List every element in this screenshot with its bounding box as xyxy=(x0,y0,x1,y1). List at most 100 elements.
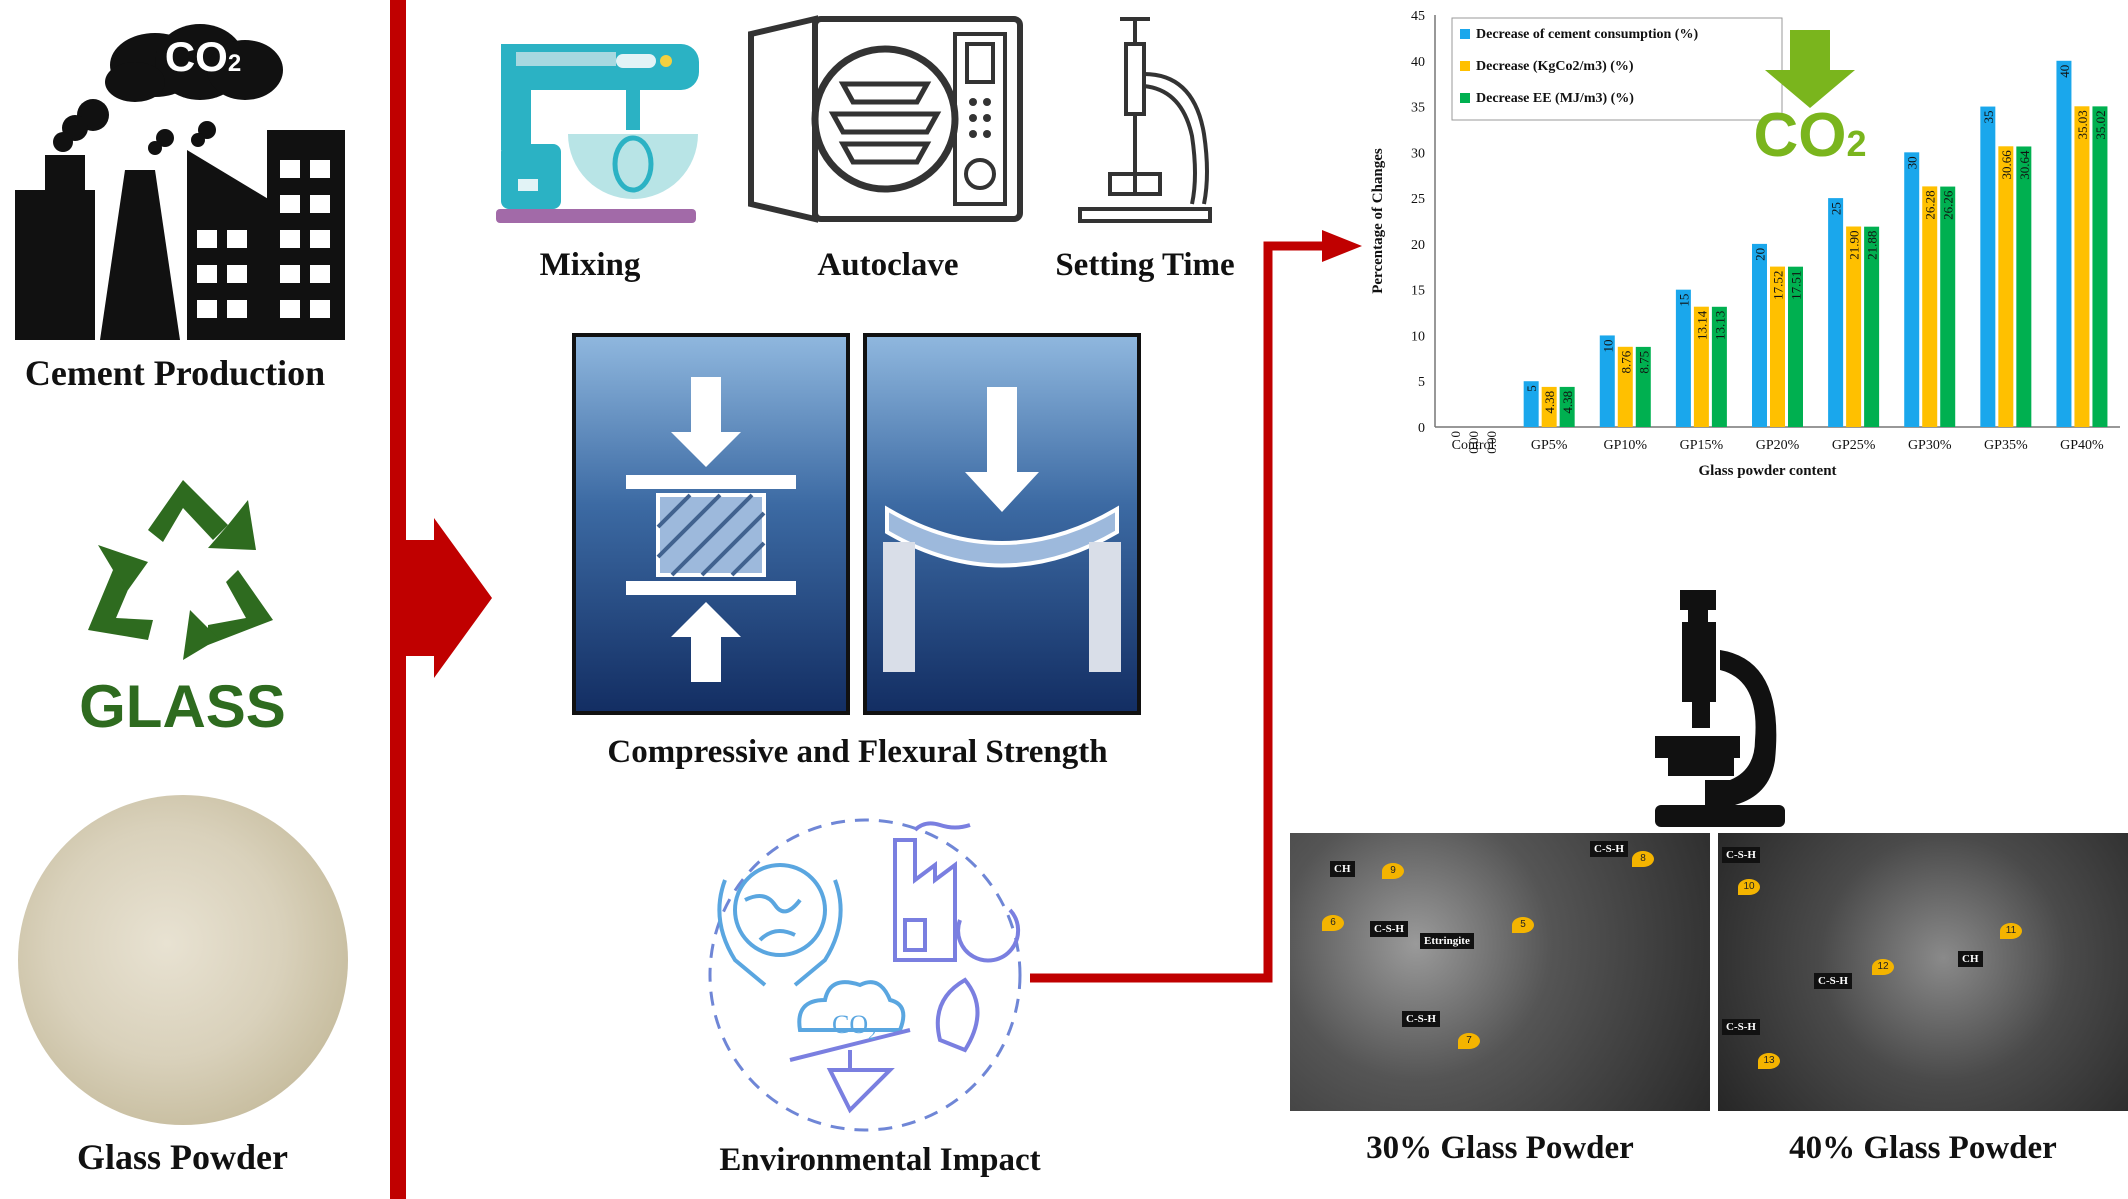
legend-swatch xyxy=(1460,29,1470,39)
y-tick-label: 45 xyxy=(1411,9,1425,24)
bar-data-label: 4.38 xyxy=(1542,391,1557,414)
sem-pin: 8 xyxy=(1632,851,1654,867)
legend-label: Decrease (KgCo2/m3) (%) xyxy=(1476,59,1634,74)
bar-data-label: 13.13 xyxy=(1712,311,1727,340)
bar-data-label: 15 xyxy=(1676,294,1691,307)
bar-data-label: 35 xyxy=(1981,111,1996,124)
bar xyxy=(2016,146,2032,428)
strength-label: Compressive and Flexural Strength xyxy=(607,734,1108,770)
sem-tag: C-S-H xyxy=(1722,847,1760,863)
bar-data-label: 21.90 xyxy=(1847,230,1862,259)
bar-data-label: 21.88 xyxy=(1865,231,1880,260)
glass-powder-label: Glass Powder xyxy=(77,1137,288,1177)
mixer-icon xyxy=(496,44,699,223)
bar-data-label: 20 xyxy=(1753,248,1768,261)
sem-tag: CH xyxy=(1958,951,1983,967)
bar-data-label: 26.28 xyxy=(1923,190,1938,219)
y-tick-label: 5 xyxy=(1418,375,1425,390)
bar xyxy=(1523,381,1539,427)
sem-pin: 9 xyxy=(1382,863,1404,879)
sem-tag: CH xyxy=(1330,861,1355,877)
recycle-icon xyxy=(88,480,273,660)
legend-swatch xyxy=(1460,61,1470,71)
x-tick-label: GP10% xyxy=(1603,438,1647,453)
y-tick-label: 10 xyxy=(1411,329,1425,344)
bar-data-label: 30.64 xyxy=(2017,150,2032,180)
x-tick-label: GP5% xyxy=(1531,438,1568,453)
bar xyxy=(2074,106,2090,428)
bar-data-label: 8.75 xyxy=(1636,351,1651,374)
bar xyxy=(1770,266,1785,427)
x-tick-label: GP35% xyxy=(1984,438,2028,453)
bar-data-label: 17.51 xyxy=(1789,271,1804,300)
legend-box xyxy=(1451,17,1783,121)
sem-tag: C-S-H xyxy=(1590,841,1628,857)
chart-co2-label: CO2 xyxy=(1753,101,1867,170)
sem-tag: C-S-H xyxy=(1402,1011,1440,1027)
sem-image-40: C-S-H 10 11 CH C-S-H 12 C-S-H 13 xyxy=(1718,833,2128,1111)
y-tick-label: 35 xyxy=(1411,101,1425,116)
sem-image-30: CH 9 C-S-H 8 6 C-S-H Ettringite 5 C-S-H … xyxy=(1290,833,1710,1111)
sem-pin: 7 xyxy=(1458,1033,1480,1049)
bar xyxy=(1980,106,1996,428)
bar xyxy=(1922,186,1938,427)
y-axis-label: Percentage of Changes xyxy=(1370,148,1386,294)
bar xyxy=(1864,226,1880,427)
bar-data-label: 40 xyxy=(2057,65,2072,78)
legend-label: Decrease EE (MJ/m3) (%) xyxy=(1476,91,1634,106)
autoclave-label: Autoclave xyxy=(817,247,959,283)
environmental-impact-icon: CO2 xyxy=(708,818,1022,1132)
bar-data-label: 26.26 xyxy=(1941,190,1956,220)
flexural-test-panel xyxy=(863,333,1141,715)
x-tick-label: GP20% xyxy=(1756,438,1800,453)
bar-data-label: 30 xyxy=(1905,156,1920,169)
x-tick-label: GP15% xyxy=(1680,438,1724,453)
setting-time-label: Setting Time xyxy=(1055,247,1235,283)
x-tick-label: GP40% xyxy=(2060,438,2104,453)
bar xyxy=(1828,198,1844,427)
bar xyxy=(1846,226,1862,427)
bar-data-label: 10 xyxy=(1600,339,1615,352)
bar xyxy=(1541,386,1557,427)
bar-data-label: 25 xyxy=(1829,202,1844,215)
x-axis-label: Glass powder content xyxy=(1698,463,1836,479)
bar-data-label: 35.03 xyxy=(2075,110,2090,139)
bar-data-label: 0 xyxy=(1448,431,1463,438)
bar-data-label: 0.00 xyxy=(1484,431,1499,454)
y-tick-label: 0 xyxy=(1418,421,1425,436)
sem-pin: 13 xyxy=(1758,1053,1780,1069)
bar-data-label: 13.14 xyxy=(1694,310,1709,340)
factory-icon xyxy=(15,24,345,340)
bar xyxy=(1693,306,1709,427)
x-tick-label: GP30% xyxy=(1908,438,1952,453)
bar-data-label: 0.00 xyxy=(1466,431,1481,454)
sem-tag: C-S-H xyxy=(1814,973,1852,989)
y-tick-label: 25 xyxy=(1411,192,1425,207)
sem-tag: C-S-H xyxy=(1722,1019,1760,1035)
glass-label: GLASS xyxy=(79,673,286,740)
sem-pin: 11 xyxy=(2000,923,2022,939)
autoclave-icon xyxy=(748,15,1023,223)
sem-40-label: 40% Glass Powder xyxy=(1789,1130,2057,1166)
bar xyxy=(1711,306,1727,427)
bar xyxy=(2092,106,2108,428)
cloud-co2-label: CO2 xyxy=(164,33,242,80)
bar xyxy=(1559,386,1575,427)
bar xyxy=(1998,146,2014,428)
legend-swatch xyxy=(1460,93,1470,103)
sem-30-label: 30% Glass Powder xyxy=(1366,1130,1634,1166)
bar-data-label: 5 xyxy=(1524,385,1539,392)
down-arrow-icon xyxy=(1765,30,1855,108)
bar-data-label: 17.52 xyxy=(1771,271,1786,300)
sem-pin: 12 xyxy=(1872,959,1894,975)
sem-tag: Ettringite xyxy=(1420,933,1474,949)
bar xyxy=(1635,346,1651,427)
legend-label: Decrease of cement consumption (%) xyxy=(1476,27,1698,42)
y-tick-label: 15 xyxy=(1411,284,1425,299)
bar-data-label: 4.38 xyxy=(1560,391,1575,414)
bar xyxy=(1675,289,1691,427)
bar xyxy=(1599,335,1615,427)
cement-production-label: Cement Production xyxy=(24,353,326,393)
bar xyxy=(1904,152,1920,428)
